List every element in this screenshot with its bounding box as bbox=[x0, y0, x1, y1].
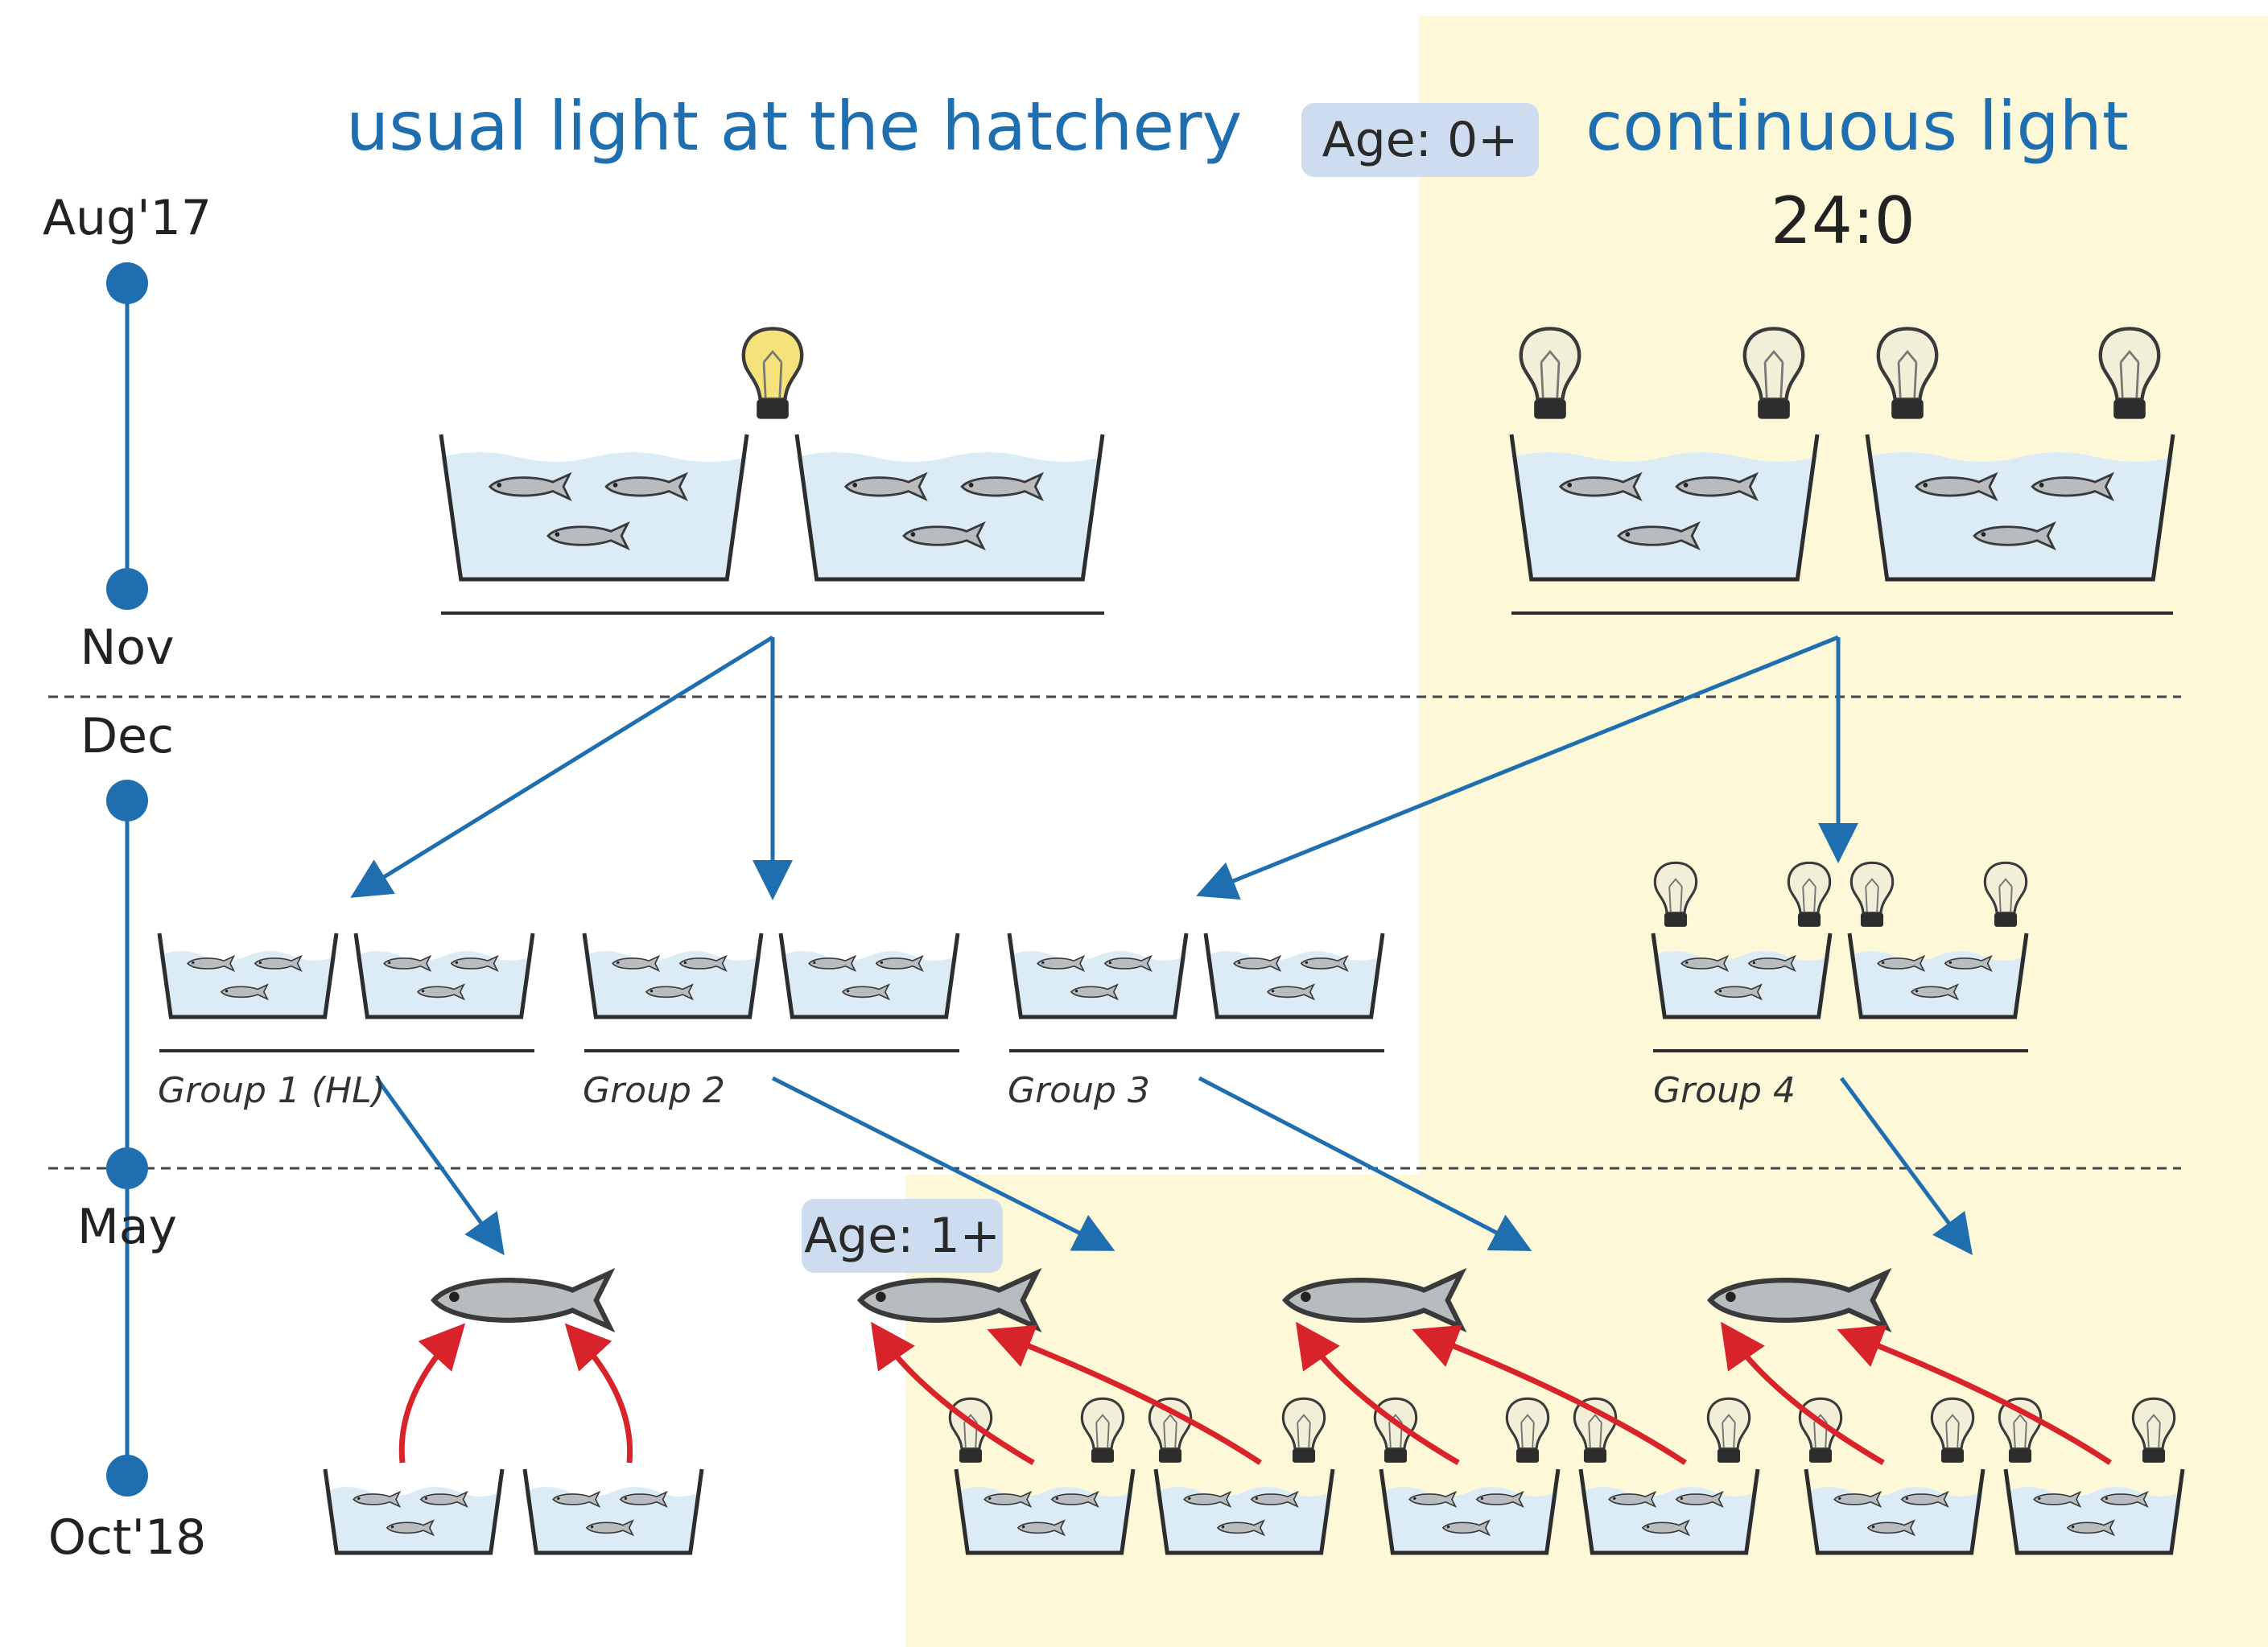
group-1-label: Group 1 (HL) bbox=[158, 1070, 386, 1111]
light-bulb-icon bbox=[1080, 1397, 1125, 1464]
light-bulb-icon bbox=[1706, 1397, 1751, 1464]
light-bulb-icon bbox=[1653, 861, 1698, 928]
timeline-label-aug17: Aug'17 bbox=[43, 190, 212, 246]
tank-final-4-a bbox=[1804, 1468, 1986, 1555]
tank-final-4-b bbox=[2003, 1468, 2185, 1555]
timeline-label-dec: Dec bbox=[80, 708, 175, 764]
tank-usual-1 bbox=[439, 434, 749, 582]
tank-final-3-b bbox=[1578, 1468, 1760, 1555]
arrow-to-group-3 bbox=[1196, 635, 1839, 900]
timeline-label-may: May bbox=[76, 1199, 178, 1255]
tank-usual-2 bbox=[794, 434, 1105, 582]
tank-final-3-a bbox=[1379, 1468, 1561, 1555]
fish-icon bbox=[434, 1273, 609, 1327]
light-ratio-label: 24:0 bbox=[1771, 183, 1915, 258]
light-bulb-icon bbox=[1983, 861, 2028, 928]
timeline-label-nov: Nov bbox=[80, 620, 175, 676]
return-arrow-4-left bbox=[1720, 1321, 1885, 1466]
age-1-badge: Age: 1+ bbox=[802, 1199, 1003, 1273]
group-3-label: Group 3 bbox=[1008, 1070, 1150, 1111]
tank-group-4-b bbox=[1847, 933, 2029, 1019]
timeline-label-oct18: Oct'18 bbox=[47, 1509, 207, 1566]
return-arrow-4-right bbox=[1837, 1324, 2112, 1465]
group-4-label: Group 4 bbox=[1653, 1070, 1796, 1111]
tank-group-2-b bbox=[778, 933, 960, 1019]
tank-continuous-1 bbox=[1509, 434, 1820, 582]
return-arrow-1-left bbox=[398, 1323, 466, 1464]
arrows-layer bbox=[350, 635, 2112, 1466]
arrow-to-group-1 bbox=[350, 635, 774, 898]
tank-final-1-b bbox=[522, 1468, 704, 1555]
light-bulb-icon bbox=[1787, 861, 1832, 928]
fish-icon bbox=[860, 1273, 1036, 1327]
arrow-group-1-to-may bbox=[374, 1077, 505, 1256]
continuous-light-zone-top bbox=[1419, 16, 2268, 1175]
light-bulb-icon bbox=[2101, 328, 2159, 418]
return-arrow-2-left bbox=[870, 1321, 1035, 1466]
timeline-dot-oct18 bbox=[106, 1455, 148, 1497]
timeline-dot-may bbox=[106, 1147, 148, 1189]
return-arrow-1-right bbox=[564, 1323, 633, 1464]
usual-light-heading: usual light at the hatchery bbox=[346, 87, 1243, 166]
tank-final-2-a bbox=[954, 1468, 1136, 1555]
light-bulb-icon bbox=[1878, 328, 1936, 418]
light-bulb-icon bbox=[1745, 328, 1803, 418]
light-bulb-icon bbox=[1505, 1397, 1550, 1464]
tank-final-2-b bbox=[1153, 1468, 1335, 1555]
light-bulb-icon bbox=[1930, 1397, 1975, 1464]
continuous-light-heading: continuous light bbox=[1586, 87, 2129, 166]
tanks-layer bbox=[157, 328, 2185, 1555]
return-arrow-3-right bbox=[1412, 1324, 1687, 1465]
fish-icon bbox=[1710, 1273, 1886, 1327]
light-bulb-icon bbox=[1521, 328, 1579, 418]
arrow-group-2-to-may bbox=[771, 1076, 1115, 1251]
light-bulb-icon bbox=[1281, 1397, 1326, 1464]
tank-group-2-a bbox=[582, 933, 764, 1019]
return-arrow-2-right bbox=[987, 1324, 1262, 1465]
tank-group-4-a bbox=[1651, 933, 1833, 1019]
light-bulb-icon bbox=[744, 328, 802, 418]
group-2-label: Group 2 bbox=[583, 1070, 725, 1111]
age-0-badge: Age: 0+ bbox=[1301, 103, 1539, 177]
tank-group-1-a bbox=[157, 933, 339, 1019]
light-bulb-icon bbox=[2131, 1397, 2176, 1464]
light-bulb-icon bbox=[1849, 861, 1895, 928]
fish-icon bbox=[1285, 1273, 1461, 1327]
tank-group-3-b bbox=[1203, 933, 1385, 1019]
tank-group-3-a bbox=[1007, 933, 1189, 1019]
tank-continuous-2 bbox=[1865, 434, 2175, 582]
return-arrow-3-left bbox=[1295, 1321, 1460, 1466]
tank-group-1-b bbox=[353, 933, 535, 1019]
tank-final-1-a bbox=[323, 1468, 505, 1555]
arrow-group-3-to-may bbox=[1198, 1076, 1532, 1251]
timeline-dot-nov bbox=[106, 568, 148, 610]
timeline-dot-aug17 bbox=[106, 262, 148, 304]
timeline-dot-dec bbox=[106, 780, 148, 821]
arrow-group-4-to-may bbox=[1839, 1077, 1973, 1256]
